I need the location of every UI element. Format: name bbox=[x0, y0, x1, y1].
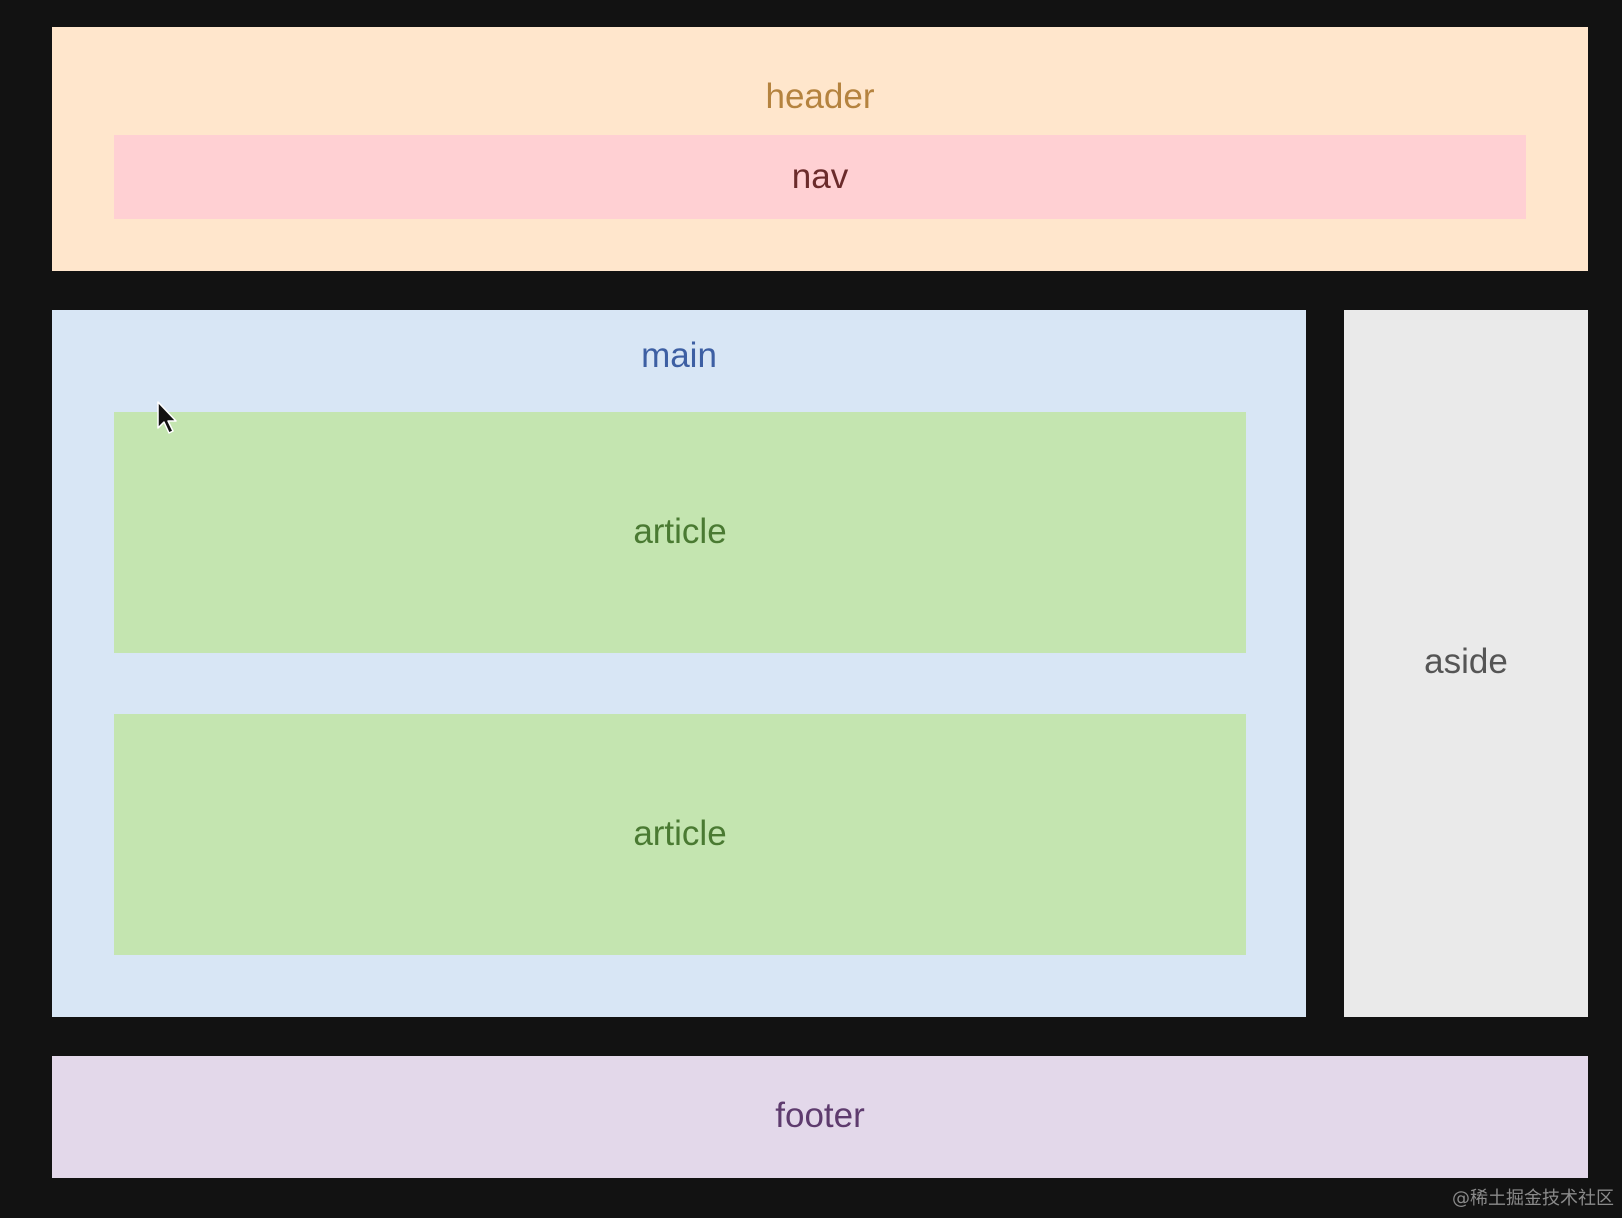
aside-label: aside bbox=[1424, 642, 1508, 681]
header-label: header bbox=[765, 77, 875, 116]
watermark-text: @稀土掘金技术社区 bbox=[1452, 1188, 1614, 1209]
arrow-cursor-icon bbox=[157, 401, 177, 434]
nav-label: nav bbox=[791, 157, 849, 196]
footer-region: footer bbox=[52, 1056, 1588, 1178]
article-region-1: article bbox=[114, 412, 1246, 653]
article-label-1: article bbox=[633, 512, 727, 551]
footer-label: footer bbox=[775, 1096, 865, 1135]
article-region-2: article bbox=[114, 714, 1246, 955]
nav-region: nav bbox=[114, 135, 1526, 219]
article-label-2: article bbox=[633, 814, 727, 853]
main-label: main bbox=[641, 336, 717, 375]
aside-region: aside bbox=[1344, 310, 1588, 1017]
